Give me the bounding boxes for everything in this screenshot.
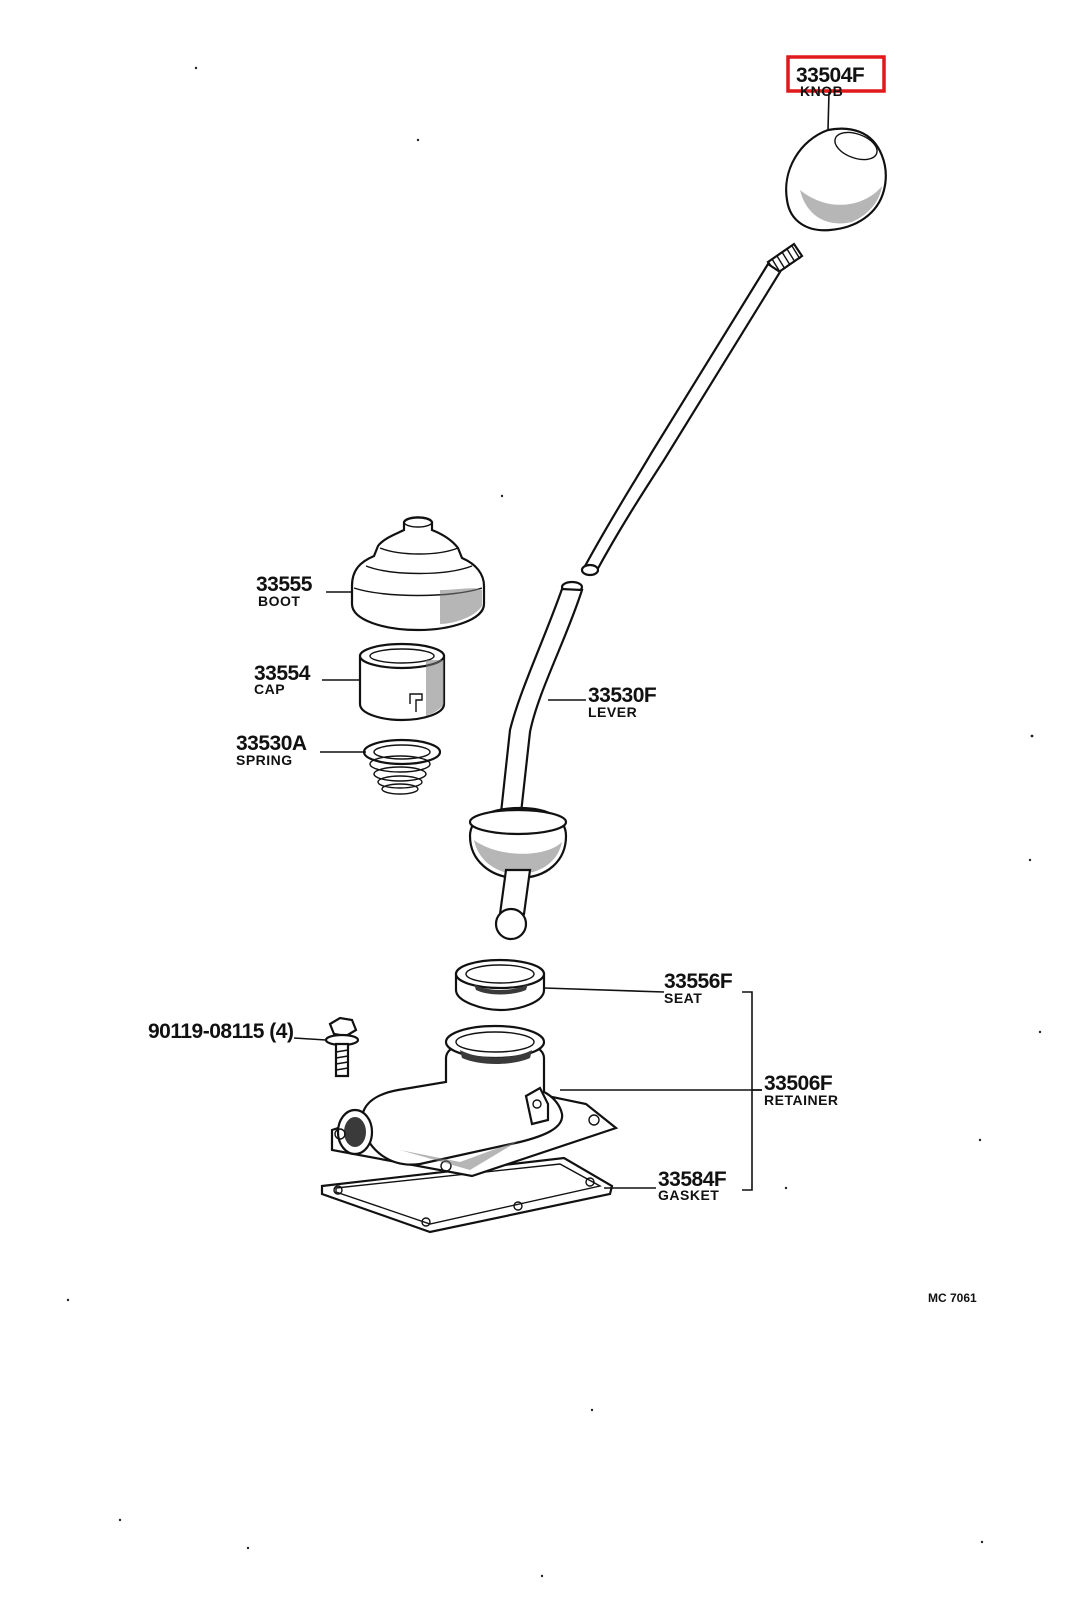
boot-drawing[interactable] — [350, 516, 486, 632]
spring-part-number: 33530A — [236, 732, 307, 755]
gasket-label[interactable]: 33584F GASKET — [658, 1168, 727, 1203]
spring-drawing[interactable] — [362, 738, 442, 795]
cap-drawing[interactable] — [358, 642, 446, 722]
knob-label[interactable]: 33504F KNOB — [786, 55, 886, 99]
diagram-reference-code: MC 7061 — [928, 1291, 977, 1305]
knob-highlight-box — [786, 55, 886, 93]
retainer-part-name: RETAINER — [764, 1092, 839, 1108]
bolt-leader-line — [293, 1037, 327, 1041]
cap-part-name: CAP — [254, 681, 285, 697]
seat-part-number: 33556F — [664, 970, 733, 993]
retainer-drawing[interactable] — [330, 1024, 619, 1178]
retainer-part-number: 33506F — [764, 1072, 833, 1095]
lever-upper-drawing[interactable] — [580, 242, 804, 577]
assembly-bracket — [742, 991, 753, 1191]
scan-specks — [66, 66, 1042, 1578]
knob-part-name: KNOB — [800, 83, 843, 99]
boot-part-name: BOOT — [258, 593, 300, 609]
spring-label[interactable]: 33530A SPRING — [236, 732, 307, 768]
knob-drawing[interactable] — [785, 127, 887, 232]
knob-part-number: 33504F — [796, 64, 865, 87]
lever-part-name: LEVER — [588, 704, 637, 720]
seat-drawing[interactable] — [454, 958, 546, 1012]
retainer-label[interactable]: 33506F RETAINER — [764, 1072, 839, 1108]
lever-part-number: 33530F — [588, 684, 657, 707]
knob-leader-line — [827, 91, 830, 131]
cap-label[interactable]: 33554 CAP — [254, 662, 311, 697]
boot-label[interactable]: 33555 BOOT — [256, 573, 313, 609]
seat-leader-line — [543, 987, 665, 993]
gasket-drawing[interactable] — [320, 1156, 614, 1234]
seat-part-name: SEAT — [664, 990, 702, 1006]
gasket-part-number: 33584F — [658, 1168, 727, 1191]
bolt-part-number: 90119-08115 (4) — [148, 1020, 293, 1043]
spring-part-name: SPRING — [236, 752, 293, 768]
boot-part-number: 33555 — [256, 573, 313, 596]
lever-label[interactable]: 33530F LEVER — [588, 684, 657, 720]
bolt-label[interactable]: 90119-08115 (4) — [148, 1020, 294, 1043]
cap-part-number: 33554 — [254, 662, 311, 685]
gasket-part-name: GASKET — [658, 1187, 719, 1203]
lever-lower-drawing[interactable] — [468, 580, 584, 941]
seat-label[interactable]: 33556F SEAT — [664, 970, 733, 1006]
bolt-drawing[interactable] — [324, 1016, 360, 1078]
